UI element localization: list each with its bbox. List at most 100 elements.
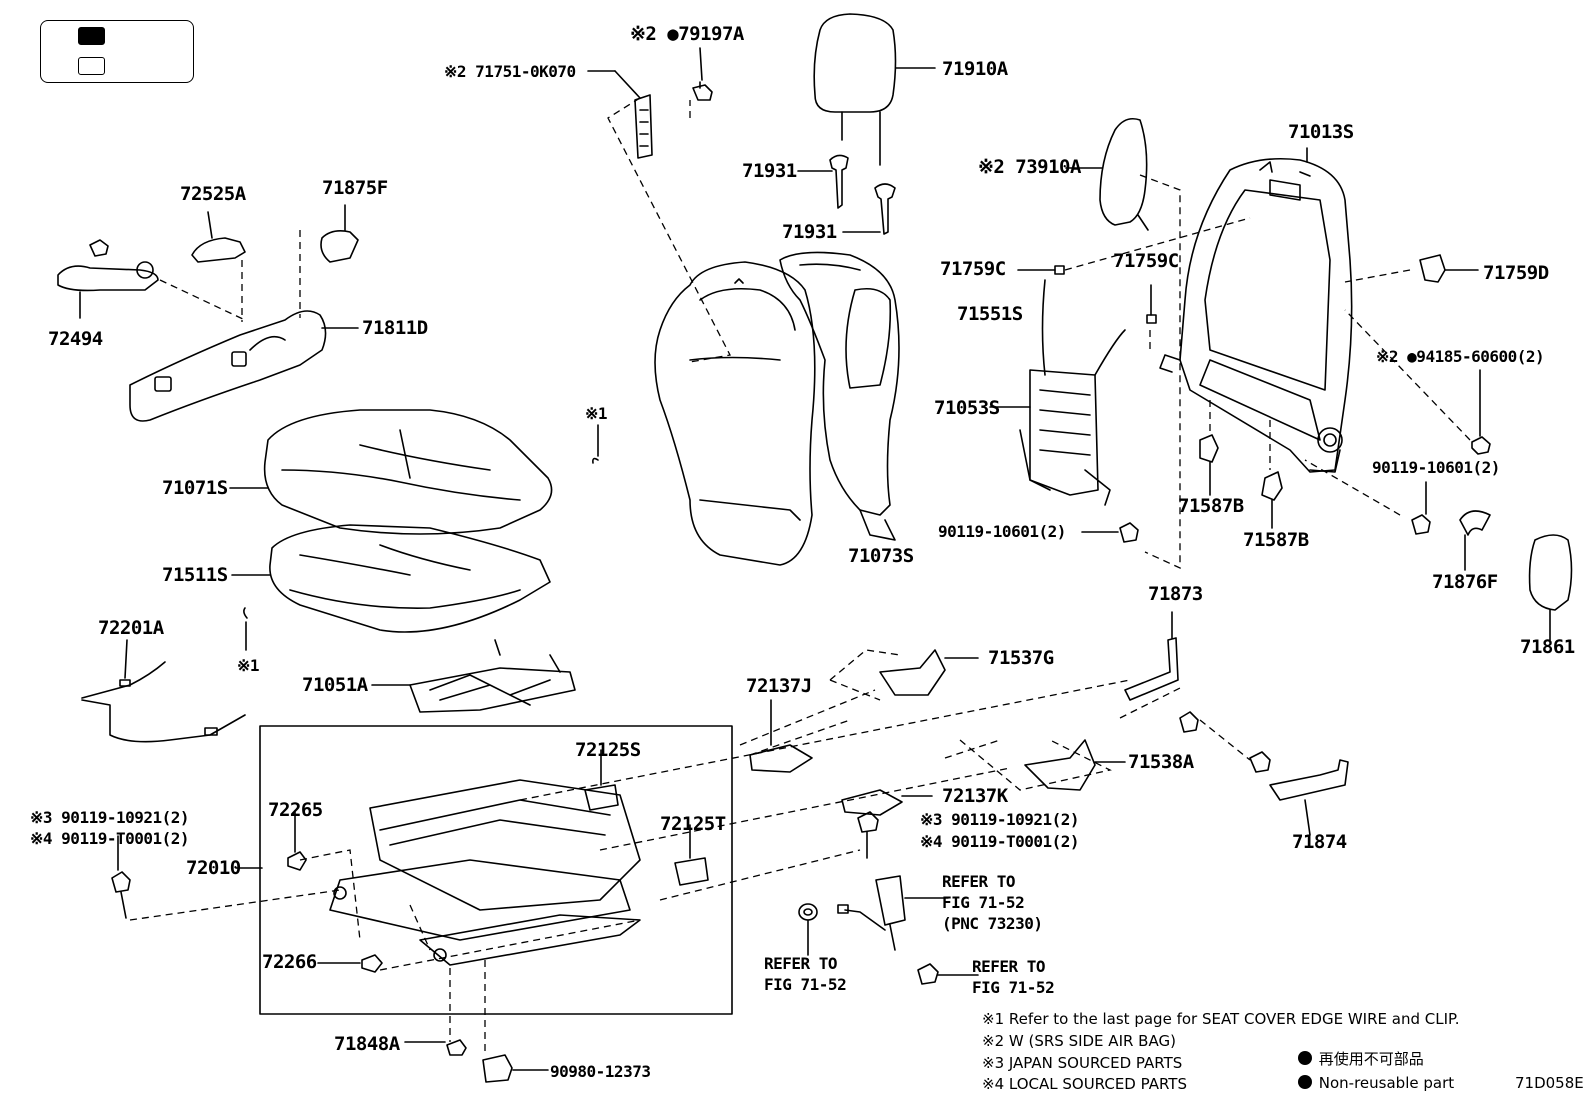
label-71538a[interactable]: 71538A: [1128, 751, 1194, 773]
part-72137k: [841, 789, 933, 816]
label-71551s[interactable]: 71551S: [957, 303, 1023, 325]
label-90119-t0001-center[interactable]: ※4 90119-T0001(2): [920, 832, 1080, 851]
non-reusable-jp-text: 再使用不可部品: [1318, 1050, 1424, 1068]
cushion-cover-71071s: [229, 409, 553, 535]
non-reusable-en: Non-reusable part: [1298, 1074, 1454, 1092]
label-71537g[interactable]: 71537G: [988, 647, 1054, 669]
part-71876f: [1459, 510, 1491, 571]
label-94185-60600[interactable]: ※2 ●94185-60600(2): [1376, 347, 1545, 366]
footnote-4: ※4 LOCAL SOURCED PARTS: [982, 1075, 1187, 1093]
label-71875f[interactable]: 71875F: [322, 177, 388, 199]
label-71073s[interactable]: 71073S: [848, 545, 914, 567]
edge-wire-clip: [243, 424, 599, 651]
legend-swatch-white: [78, 57, 105, 75]
clip-71587b: [1199, 434, 1283, 529]
label-90980-12373[interactable]: 90980-12373: [550, 1062, 651, 1081]
label-71071s[interactable]: 71071S: [162, 477, 228, 499]
label-71051a[interactable]: 71051A: [302, 674, 368, 696]
cover-71875f: [320, 204, 359, 263]
bracket-71751: [587, 47, 713, 159]
label-90119-10601-a[interactable]: 90119-10601(2): [938, 522, 1066, 541]
label-71013s[interactable]: 71013S: [1288, 121, 1354, 143]
label-90119-10601-b[interactable]: 90119-10601(2): [1372, 458, 1500, 477]
refer-to-fig-2[interactable]: FIG 71-52: [764, 975, 847, 994]
label-71511s[interactable]: 71511S: [162, 564, 228, 586]
label-71587b-a[interactable]: 71587B: [1178, 495, 1244, 517]
label-73910a[interactable]: ※2 73910A: [978, 156, 1081, 178]
wire-harness-72201a: [81, 639, 246, 743]
label-71751-0k070[interactable]: ※2 71751-0K070: [444, 62, 576, 81]
non-reusable-dot-icon: [1298, 1075, 1312, 1089]
label-71759c-b[interactable]: 71759C: [1113, 250, 1179, 272]
bolt-left-90119: [111, 835, 131, 919]
headrest-support-71931: [797, 154, 896, 235]
headrest-71910a: [813, 13, 936, 166]
label-72137j[interactable]: 72137J: [746, 675, 812, 697]
label-71931-a[interactable]: 71931: [742, 160, 797, 182]
cover-72265: [287, 811, 307, 871]
label-72125s[interactable]: 72125S: [575, 739, 641, 761]
refer-to-label-2[interactable]: REFER TO: [764, 954, 838, 973]
label-72201a[interactable]: 72201A: [98, 617, 164, 639]
seat-track-box: [259, 725, 733, 1015]
label-71759c-a[interactable]: 71759C: [940, 258, 1006, 280]
refer-to-fig-1[interactable]: FIG 71-52: [942, 893, 1025, 912]
clip-71848a: [404, 1039, 467, 1056]
label-71861[interactable]: 71861: [1520, 636, 1575, 658]
label-90119-10921-center[interactable]: ※3 90119-10921(2): [920, 810, 1080, 829]
label-72125t[interactable]: 72125T: [660, 813, 726, 835]
footnote-2: ※2 W (SRS SIDE AIR BAG): [982, 1032, 1176, 1050]
cushion-shield-71811d: [129, 310, 359, 422]
non-reusable-dot-icon: [1298, 1051, 1312, 1065]
label-ref1-b[interactable]: ※1: [237, 656, 260, 675]
bracket-71873: [1124, 611, 1199, 733]
label-71759d[interactable]: 71759D: [1483, 262, 1549, 284]
label-71874[interactable]: 71874: [1292, 831, 1347, 853]
label-72010[interactable]: 72010: [186, 857, 241, 879]
label-71876f[interactable]: 71876F: [1432, 571, 1498, 593]
label-71811d[interactable]: 71811D: [362, 317, 428, 339]
connector-90980: [482, 1054, 549, 1083]
bracket-71874: [1249, 751, 1349, 836]
figure-code: 71D058E: [1515, 1074, 1584, 1092]
seatback-frame-71013s: [1159, 147, 1353, 473]
label-90119-10921-left[interactable]: ※3 90119-10921(2): [30, 808, 190, 827]
clip-71759c: [1017, 265, 1157, 324]
label-71587b-b[interactable]: 71587B: [1243, 529, 1309, 551]
lever-72494: [57, 239, 159, 319]
refer-to-pnc-1[interactable]: (PNC 73230): [942, 914, 1043, 933]
seatback-pad-71551s: [779, 251, 900, 541]
recliner-cover-71861: [1528, 534, 1573, 641]
refer-to-label-3[interactable]: REFER TO: [972, 957, 1046, 976]
label-71053s[interactable]: 71053S: [934, 397, 1000, 419]
lumbar-support-71053s: [989, 279, 1126, 506]
label-72137k[interactable]: 72137K: [942, 785, 1008, 807]
part-71537g: [879, 649, 979, 696]
part-72125t: [674, 824, 709, 886]
non-reusable-en-text: Non-reusable part: [1318, 1074, 1455, 1092]
label-71848a[interactable]: 71848A: [334, 1033, 400, 1055]
label-71931-b[interactable]: 71931: [782, 221, 837, 243]
label-71873[interactable]: 71873: [1148, 583, 1203, 605]
legend-swatch-black: [78, 27, 105, 45]
footnote-3: ※3 JAPAN SOURCED PARTS: [982, 1054, 1183, 1072]
label-90119-t0001-left[interactable]: ※4 90119-T0001(2): [30, 829, 190, 848]
non-reusable-jp: 再使用不可部品: [1298, 1050, 1424, 1068]
label-72494[interactable]: 72494: [48, 328, 103, 350]
label-79197a[interactable]: ※2 ●79197A: [630, 23, 744, 45]
washer: [798, 903, 818, 956]
refer-to-fig-3[interactable]: FIG 71-52: [972, 978, 1055, 997]
label-72525a[interactable]: 72525A: [180, 183, 246, 205]
bolt-90119-10601: [1081, 481, 1431, 543]
label-ref1-a[interactable]: ※1: [585, 404, 608, 423]
cover-72266: [317, 954, 383, 973]
label-72265[interactable]: 72265: [268, 799, 323, 821]
label-71910a[interactable]: 71910A: [942, 58, 1008, 80]
label-72266[interactable]: 72266: [262, 951, 317, 973]
seat-belt-buckle: [837, 875, 949, 951]
legend-box: [40, 20, 194, 83]
cushion-pad-71511s: [231, 524, 551, 633]
refer-to-label-1[interactable]: REFER TO: [942, 872, 1016, 891]
cushion-spring-71051a: [371, 639, 576, 713]
